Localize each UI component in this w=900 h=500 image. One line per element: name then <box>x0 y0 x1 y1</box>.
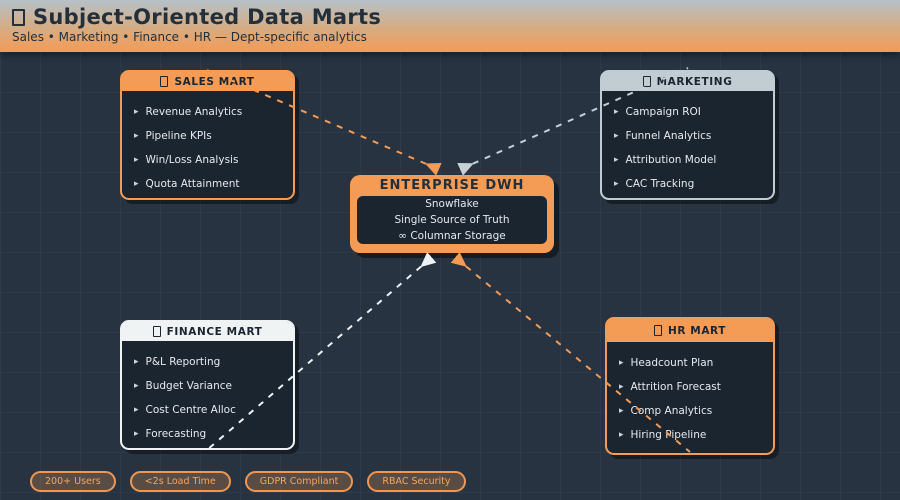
list-item: ▸ Quota Attainment <box>134 172 293 196</box>
item-label: Attrition Forecast <box>630 381 721 393</box>
list-item: ▸ Pipeline KPIs <box>134 124 293 148</box>
finance-emoji-placeholder-icon <box>152 326 161 337</box>
title-row: Subject-Oriented Data Marts <box>12 5 900 29</box>
hr-mart-header: HR MART <box>607 319 773 342</box>
list-item: ▸ Cost Centre Alloc <box>134 398 293 422</box>
item-label: P&L Reporting <box>145 356 221 368</box>
hr-mart-title: HR MART <box>667 324 727 337</box>
item-label: Campaign ROI <box>625 106 701 118</box>
status-badge: 200+ Users <box>30 471 116 492</box>
finance-mart-header: FINANCE MART <box>122 322 293 341</box>
sales-emoji-placeholder-icon <box>160 76 169 87</box>
item-label: Attribution Model <box>625 154 717 166</box>
bullet-icon: ▸ <box>134 178 139 189</box>
item-label: Budget Variance <box>145 380 232 392</box>
finance-mart-title: FINANCE MART <box>166 325 263 338</box>
item-label: Funnel Analytics <box>625 130 712 142</box>
bullet-icon: ▸ <box>619 405 624 416</box>
marketing-mart-title: MARKETING <box>656 75 733 88</box>
list-item: ▸ Campaign ROI <box>614 100 773 124</box>
dwh-detail: Single Source of Truth <box>394 213 510 226</box>
list-item: ▸ Headcount Plan <box>619 351 773 375</box>
finance-mart-body: ▸ P&L Reporting ▸ Budget Variance ▸ Cost Ce… <box>122 341 293 446</box>
marketing-mart-header: MARKETING <box>602 72 773 91</box>
item-label: Cost Centre Alloc <box>145 404 236 416</box>
item-label: Revenue Analytics <box>145 106 243 118</box>
item-label: CAC Tracking <box>625 178 695 190</box>
hr-mart-body: ▸ Headcount Plan ▸ Attrition Forecast ▸ Com… <box>607 342 773 447</box>
bullet-icon: ▸ <box>614 106 619 117</box>
status-badge: RBAC Security <box>367 471 466 492</box>
finance-mart-card: FINANCE MART ▸ P&L Reporting ▸ Budget Vari… <box>120 320 295 450</box>
list-item: ▸ Win/Loss Analysis <box>134 148 293 172</box>
bullet-icon: ▸ <box>134 356 139 367</box>
bullet-icon: ▸ <box>619 381 624 392</box>
item-label: Headcount Plan <box>630 357 714 369</box>
item-label: Win/Loss Analysis <box>145 154 239 166</box>
bullet-icon: ▸ <box>614 130 619 141</box>
bullet-icon: ▸ <box>619 429 624 440</box>
item-label: Hiring Pipeline <box>630 429 707 441</box>
status-badge: <2s Load Time <box>129 471 231 492</box>
bullet-icon: ▸ <box>134 106 139 117</box>
bullet-icon: ▸ <box>619 357 624 368</box>
bullet-icon: ▸ <box>134 130 139 141</box>
dwh-detail: ∞ Columnar Storage <box>398 229 506 242</box>
list-item: ▸ Attrition Forecast <box>619 375 773 399</box>
list-item: ▸ P&L Reporting <box>134 350 293 374</box>
hr-emoji-placeholder-icon <box>653 325 662 336</box>
item-label: Pipeline KPIs <box>145 130 212 142</box>
enterprise-dwh-title: ENTERPRISE DWH <box>379 178 525 193</box>
list-item: ▸ Funnel Analytics <box>614 124 773 148</box>
page-subtitle: Sales • Marketing • Finance • HR — Dept-… <box>12 30 367 44</box>
bullet-icon: ▸ <box>614 178 619 189</box>
list-item: ▸ Budget Variance <box>134 374 293 398</box>
list-item: ▸ CAC Tracking <box>614 172 773 196</box>
bullet-icon: ▸ <box>614 154 619 165</box>
enterprise-dwh-node: ENTERPRISE DWH Snowflake Single Source o… <box>350 175 554 253</box>
item-label: Forecasting <box>145 428 207 440</box>
bullet-icon: ▸ <box>134 380 139 391</box>
sales-mart-title: SALES MART <box>174 75 255 88</box>
bullet-icon: ▸ <box>134 404 139 415</box>
marketing-mart-card: MARKETING ▸ Campaign ROI ▸ Funnel Analytic… <box>600 70 775 200</box>
sales-mart-header: SALES MART <box>122 72 293 91</box>
page-header: Subject-Oriented Data Marts Sales • Mark… <box>0 0 900 52</box>
dwh-detail: Snowflake <box>425 197 479 210</box>
page-title: Subject-Oriented Data Marts <box>33 5 382 29</box>
bullet-icon: ▸ <box>134 428 139 439</box>
bullet-icon: ▸ <box>134 154 139 165</box>
marketing-emoji-placeholder-icon <box>642 76 651 87</box>
title-emoji-placeholder-icon <box>12 8 25 26</box>
list-item: ▸ Forecasting <box>134 422 293 446</box>
enterprise-dwh-body: Snowflake Single Source of Truth ∞ Colum… <box>357 196 547 244</box>
list-item: ▸ Comp Analytics <box>619 399 773 423</box>
sales-mart-body: ▸ Revenue Analytics ▸ Pipeline KPIs ▸ Win/L… <box>122 91 293 196</box>
badge-bar: 200+ Users <2s Load Time GDPR Compliant … <box>30 471 466 492</box>
item-label: Quota Attainment <box>145 178 240 190</box>
item-label: Comp Analytics <box>630 405 713 417</box>
list-item: ▸ Attribution Model <box>614 148 773 172</box>
list-item: ▸ Hiring Pipeline <box>619 423 773 447</box>
marketing-mart-body: ▸ Campaign ROI ▸ Funnel Analytics ▸ Attribu… <box>602 91 773 196</box>
status-badge: GDPR Compliant <box>244 471 354 492</box>
list-item: ▸ Revenue Analytics <box>134 100 293 124</box>
hr-mart-card: HR MART ▸ Headcount Plan ▸ Attrition Forec… <box>605 317 775 455</box>
sales-mart-card: SALES MART ▸ Revenue Analytics ▸ Pipeline … <box>120 70 295 200</box>
